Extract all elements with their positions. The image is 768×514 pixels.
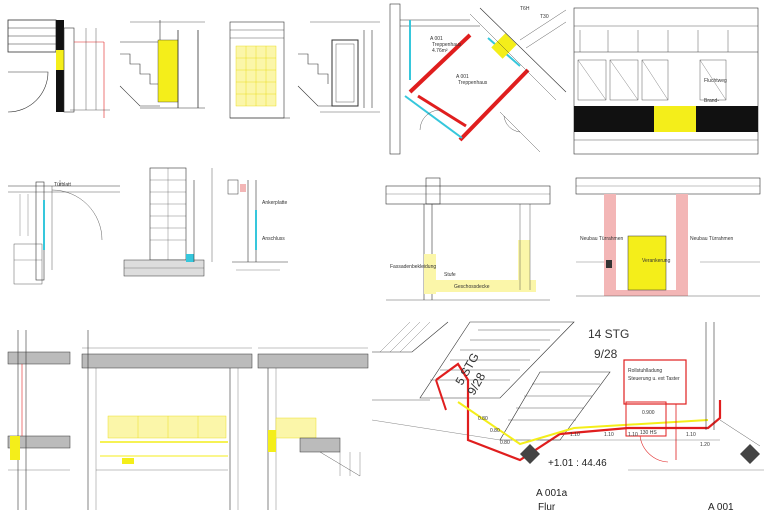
label-facade-1: Fluchtweg (704, 78, 727, 84)
panel-small-detail: Ankerplatte Anschluss (227, 179, 288, 271)
label-door-tag-1: T6H (520, 6, 530, 12)
label-dim-bottom-2: 1.10 (604, 432, 614, 438)
panel-floor-plan: 14 STG 9/28 5 STG 9/28 Rollstuhlladung S… (371, 321, 764, 513)
label-room-code-mid: A 001 (456, 74, 469, 80)
panel-slab-section-right (257, 347, 369, 510)
label-dim-left-3: 0.80 (500, 440, 510, 446)
label-facade-cladding: Fassadenbekleidung (390, 264, 436, 270)
label-stair-count-top: 14 STG (588, 327, 629, 341)
label-lift-dim-1: 0.900 (642, 410, 655, 416)
panel-rotated-plan: A 001 Treppenhaus 4.76m² Treppenhaus A 0… (389, 3, 567, 155)
label-dim-bottom-3: 1.10 (628, 432, 638, 438)
panel-stair-section-1 (119, 20, 205, 109)
label-dim-left-1: 0.80 (478, 416, 488, 422)
label-room-name-top: Treppenhaus (432, 42, 462, 48)
label-room-a-name: Flur (538, 502, 556, 513)
label-room-b-code: A 001 (708, 502, 734, 513)
label-area-top: 4.76m² (432, 48, 448, 54)
label-detail-note-2: Anschluss (262, 236, 285, 242)
label-room-a-code: A 001a (536, 488, 568, 499)
label-room-level: +1.01 : 44.46 (548, 458, 607, 469)
label-door-tag-2: T30 (540, 14, 549, 20)
label-detail-note-1: Ankerplatte (262, 200, 288, 206)
label-stair-step: Stufe (444, 272, 456, 278)
panel-section-door-swing: Türblatt (8, 180, 120, 285)
label-section-note: Türblatt (54, 182, 72, 188)
label-room-code-top: A 001 (430, 36, 443, 42)
label-lift-dim-2: 130 HS (640, 430, 657, 436)
stair-upper (419, 321, 575, 399)
label-anchoring: Verankerung (642, 258, 671, 264)
label-floor-slab: Geschossdecke (454, 284, 490, 290)
panel-door-elevation: Verankerung Neubau Türrahmen Neubau Türr… (575, 177, 761, 297)
panel-slab-section-left (7, 330, 71, 510)
label-lift-title-1: Rollstuhlladung (628, 368, 662, 374)
panel-grid-elevation (229, 21, 290, 119)
label-dim-bottom-4: 1.10 (686, 432, 696, 438)
label-dim-bottom-5: 1.20 (700, 442, 710, 448)
panel-long-section-railing (81, 330, 253, 510)
panel-stair-section-2 (297, 21, 380, 113)
label-room-name-mid: Treppenhaus (458, 80, 488, 86)
panel-facade-elevation: Fluchtweg Brand- (573, 7, 759, 155)
label-lift-title-2: Steuerung u. ext Taster (628, 376, 680, 382)
label-dim-left-2: 0.80 (490, 428, 500, 434)
panel-stair-section-yellow: Stufe Geschossdecke Fassadenbekleidung (385, 177, 551, 301)
panel-wall-section-hatch (123, 167, 213, 277)
label-door-frame-left: Neubau Türrahmen (580, 236, 623, 242)
panel-plan-door-detail (7, 19, 110, 118)
label-dim-bottom-1: 1.10 (570, 432, 580, 438)
label-stair-dim-top: 9/28 (594, 347, 618, 361)
label-door-frame-right: Neubau Türrahmen (690, 236, 733, 242)
label-facade-2: Brand- (704, 98, 719, 104)
